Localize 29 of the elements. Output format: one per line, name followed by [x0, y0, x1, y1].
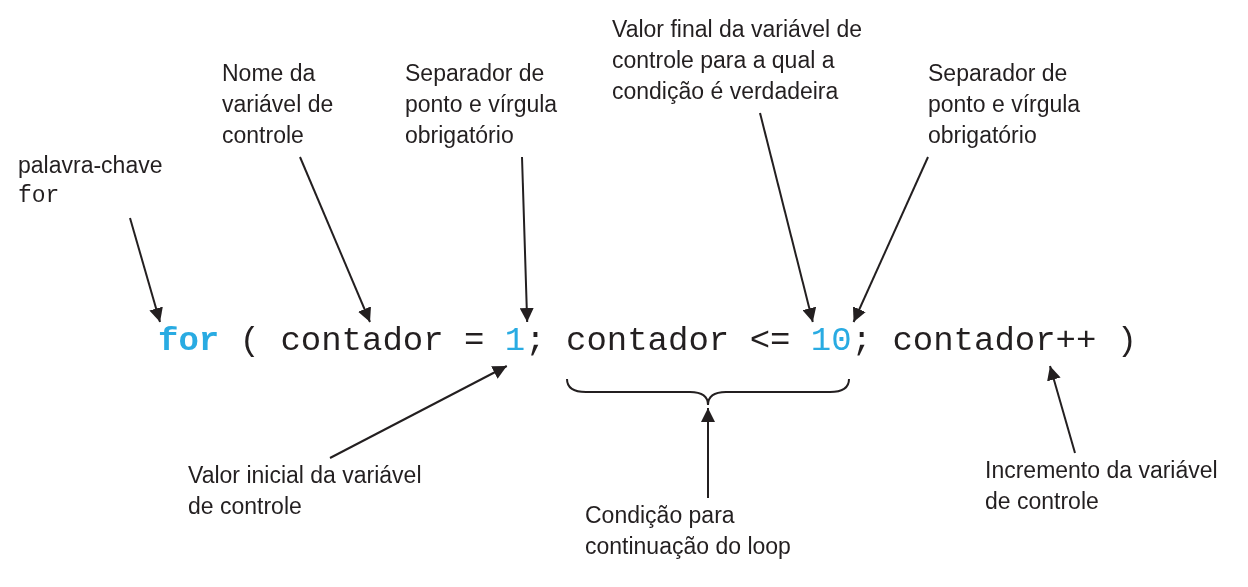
- arrow: [129, 217, 163, 323]
- code-text: =: [464, 321, 485, 362]
- code-text: contador <=: [566, 321, 791, 362]
- code-token: 1: [504, 318, 526, 364]
- callout-text: Valor inicial da variável de controle: [188, 460, 423, 522]
- arrow: [299, 156, 371, 323]
- arrow: [759, 112, 817, 323]
- code-token: contador++: [892, 318, 1097, 364]
- code-token: 10: [810, 318, 852, 364]
- arrow: [519, 156, 534, 323]
- callout-text: Valor final da variável de controle para a qual a condição é verdadeira: [612, 14, 917, 107]
- code-token: for: [158, 318, 220, 364]
- code-text: ): [1116, 321, 1138, 362]
- callout-text: Condição para continuação do loop: [585, 500, 860, 562]
- code-keyword: for: [18, 182, 61, 211]
- callout-text: Separador de ponto e vírgula obrigatório: [928, 58, 1123, 151]
- code-token: ;: [851, 318, 872, 364]
- callout-text: Incremento da variável de controle: [985, 455, 1240, 517]
- arrow: [329, 365, 508, 459]
- arrow: [1047, 365, 1076, 454]
- code-text: (: [239, 321, 260, 362]
- curly-brace: [566, 378, 850, 406]
- callout-text: palavra-chave: [18, 151, 164, 180]
- callout-text: Separador de ponto e vírgula obrigatório: [405, 58, 600, 151]
- code-token: ;: [525, 318, 546, 364]
- arrow: [852, 156, 929, 323]
- callout-text: Nome da variável de controle: [222, 58, 387, 151]
- code-token: contador: [280, 318, 444, 364]
- arrow: [701, 407, 715, 499]
